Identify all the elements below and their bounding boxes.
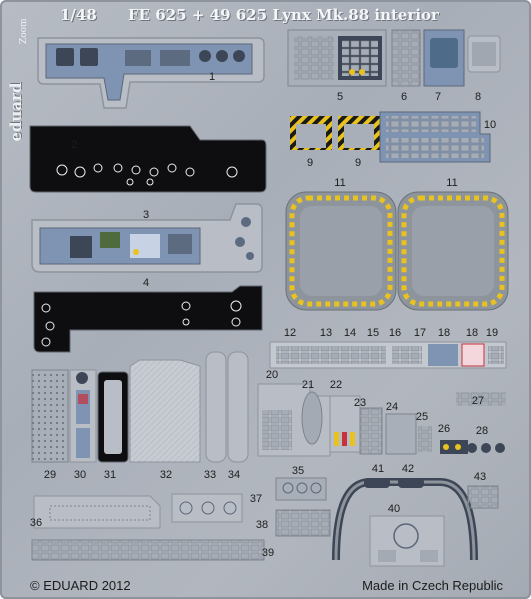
part-number-17: 17: [414, 327, 426, 339]
part-number-28: 28: [476, 425, 488, 437]
part-number-30: 30: [74, 469, 86, 481]
part-number-20: 20: [266, 369, 278, 381]
part-4: [33, 285, 263, 353]
part-number-24: 24: [386, 401, 398, 413]
part-9-right: [338, 116, 380, 150]
part-43: [467, 485, 499, 509]
part-39: [31, 539, 265, 561]
part-7: [423, 29, 465, 87]
part-number-26: 26: [438, 423, 450, 435]
part-number-7: 7: [435, 91, 441, 103]
part-number-33: 33: [204, 469, 216, 481]
part-number-40: 40: [388, 503, 400, 515]
part-36: [33, 495, 161, 529]
parts-35-37-38: [171, 477, 331, 537]
part-number-1: 1: [209, 71, 215, 83]
part-number-39: 39: [262, 547, 274, 559]
part-number-36: 36: [30, 517, 42, 529]
part-2: [29, 125, 267, 193]
part-number-34: 34: [228, 469, 240, 481]
fret-title: FE 625 + 49 625 Lynx Mk.88 interior: [128, 6, 439, 24]
part-number-25: 25: [416, 411, 428, 423]
part-number-38: 38: [256, 519, 268, 531]
part-number-5: 5: [337, 91, 343, 103]
part-1: [37, 37, 265, 109]
part-number-29: 29: [44, 469, 56, 481]
part-number-21: 21: [302, 379, 314, 391]
zoom-logo: Zoom: [19, 18, 29, 44]
part-number-41: 41: [372, 463, 384, 475]
part-number-16: 16: [389, 327, 401, 339]
parts-12-19-strip: [269, 341, 507, 369]
parts-29-34: [31, 351, 249, 463]
part-10: [379, 111, 491, 163]
part-number-6: 6: [401, 91, 407, 103]
part-number-4: 4: [143, 277, 149, 289]
part-number-35: 35: [292, 465, 304, 477]
origin-text: Made in Czech Republic: [362, 578, 503, 593]
part-number-18: 18: [466, 327, 478, 339]
part-number-19: 19: [486, 327, 498, 339]
part-3: [31, 203, 263, 273]
parts-20-28: [257, 383, 506, 457]
part-number-15: 15: [367, 327, 379, 339]
part-number-9: 9: [307, 157, 313, 169]
part-number-11: 11: [334, 177, 345, 189]
part-number-14: 14: [344, 327, 356, 339]
part-number-10: 10: [484, 119, 496, 131]
part-number-9: 9: [355, 157, 361, 169]
part-6: [391, 29, 421, 87]
part-11-left: [285, 191, 397, 311]
part-11-right: [397, 191, 509, 311]
part-number-42: 42: [402, 463, 414, 475]
part-number-13: 13: [320, 327, 332, 339]
part-number-22: 22: [330, 379, 342, 391]
part-number-23: 23: [354, 397, 366, 409]
parts-40-42: [332, 478, 478, 567]
copyright-text: © EDUARD 2012: [30, 578, 131, 593]
part-5: [287, 29, 387, 87]
part-number-32: 32: [160, 469, 172, 481]
part-number-37: 37: [250, 493, 262, 505]
part-number-18: 18: [438, 327, 450, 339]
part-number-43: 43: [474, 471, 486, 483]
part-number-3: 3: [143, 209, 149, 221]
part-number-27: 27: [472, 395, 484, 407]
scale-label: 1/48: [60, 6, 97, 24]
part-8: [467, 35, 501, 73]
part-9-left: [290, 116, 332, 150]
part-number-11: 11: [446, 177, 457, 189]
part-number-31: 31: [104, 469, 116, 481]
part-number-2: 2: [71, 139, 77, 151]
part-number-8: 8: [475, 91, 481, 103]
part-number-12: 12: [284, 327, 296, 339]
